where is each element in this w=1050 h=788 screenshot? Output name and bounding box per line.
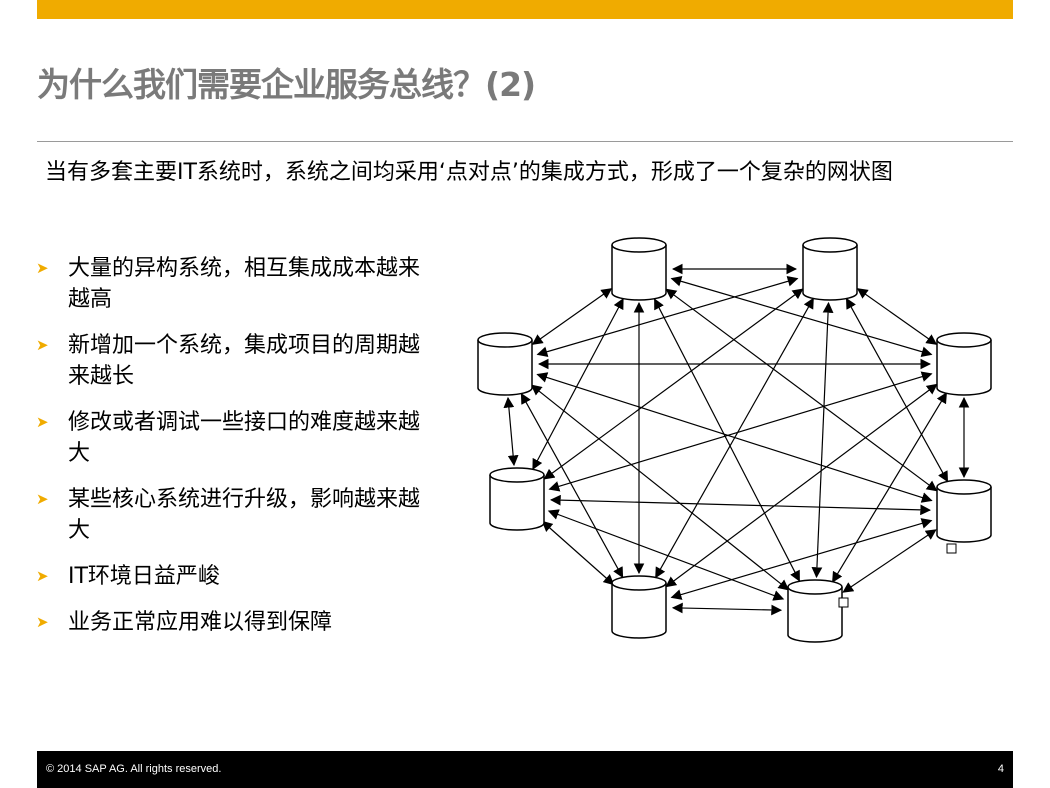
footer-bar: © 2014 SAP AG. All rights reserved. 4 (37, 751, 1013, 788)
connection-line (543, 288, 804, 480)
connection-line (530, 384, 790, 591)
connection-line (654, 298, 800, 582)
database-cylinder-icon (802, 237, 858, 301)
bullet-item: ➤ 修改或者调试一些接口的难度越来越大 (34, 407, 454, 469)
connection-line (832, 392, 947, 583)
intro-text: 当有多套主要IT系统时，系统之间均采用‘点对点’的集成方式，形成了一个复杂的网状… (45, 160, 893, 185)
copyright-text: © 2014 SAP AG. All rights reserved. (46, 763, 222, 775)
title-divider (37, 141, 1013, 142)
bullet-text: IT环境日益严峻 (68, 564, 220, 589)
database-cylinder-icon (936, 332, 992, 396)
slide-title: 为什么我们需要企业服务总线？(2) (37, 65, 536, 104)
bullet-item: ➤ 某些核心系统进行升级，影响越来越大 (34, 484, 454, 546)
bullet-item: ➤ 新增加一个系统，集成项目的周期越来越长 (34, 330, 454, 392)
top-accent-bar (37, 0, 1013, 19)
bullet-list: ➤ 大量的异构系统，相互集成成本越来越高 ➤ 新增加一个系统，集成项目的周期越来… (34, 253, 454, 653)
database-cylinder-icon (611, 237, 667, 301)
arrow-bullet-icon: ➤ (36, 336, 49, 354)
bullet-text: 新增加一个系统，集成项目的周期越来越长 (68, 333, 421, 389)
selection-handle-icon (838, 597, 849, 608)
bullet-item: ➤ 业务正常应用难以得到保障 (34, 607, 454, 638)
database-cylinder-icon (936, 479, 992, 543)
database-cylinder-icon (477, 332, 533, 396)
connection-line (842, 529, 937, 593)
connection-line (845, 297, 949, 483)
page-number: 4 (997, 763, 1004, 775)
system-nodes (477, 237, 992, 643)
connection-line (503, 396, 519, 467)
connection-line (549, 494, 932, 516)
arrow-bullet-icon: ➤ (36, 413, 49, 431)
connection-lines (503, 263, 970, 616)
database-cylinder-icon (611, 575, 667, 639)
connection-line (811, 301, 834, 579)
bullet-text: 修改或者调试一些接口的难度越来越大 (68, 410, 421, 466)
bullet-item: ➤ IT环境日益严峻 (34, 561, 454, 592)
bullet-text: 大量的异构系统，相互集成成本越来越高 (68, 256, 421, 312)
arrow-bullet-icon: ➤ (36, 490, 49, 508)
arrow-bullet-icon: ➤ (36, 613, 49, 631)
bullet-text: 某些核心系统进行升级，影响越来越大 (68, 487, 421, 543)
database-cylinder-icon (787, 579, 843, 643)
arrow-bullet-icon: ➤ (36, 259, 49, 277)
database-cylinder-icon (489, 467, 545, 531)
arrow-bullet-icon: ➤ (36, 567, 49, 585)
selection-handle-icon (946, 543, 957, 554)
point-to-point-mesh-diagram (477, 237, 992, 643)
connection-line (532, 298, 624, 470)
bullet-item: ➤ 大量的异构系统，相互集成成本越来越高 (34, 253, 454, 315)
bullet-text: 业务正常应用难以得到保障 (68, 610, 333, 635)
connection-line (671, 602, 783, 616)
